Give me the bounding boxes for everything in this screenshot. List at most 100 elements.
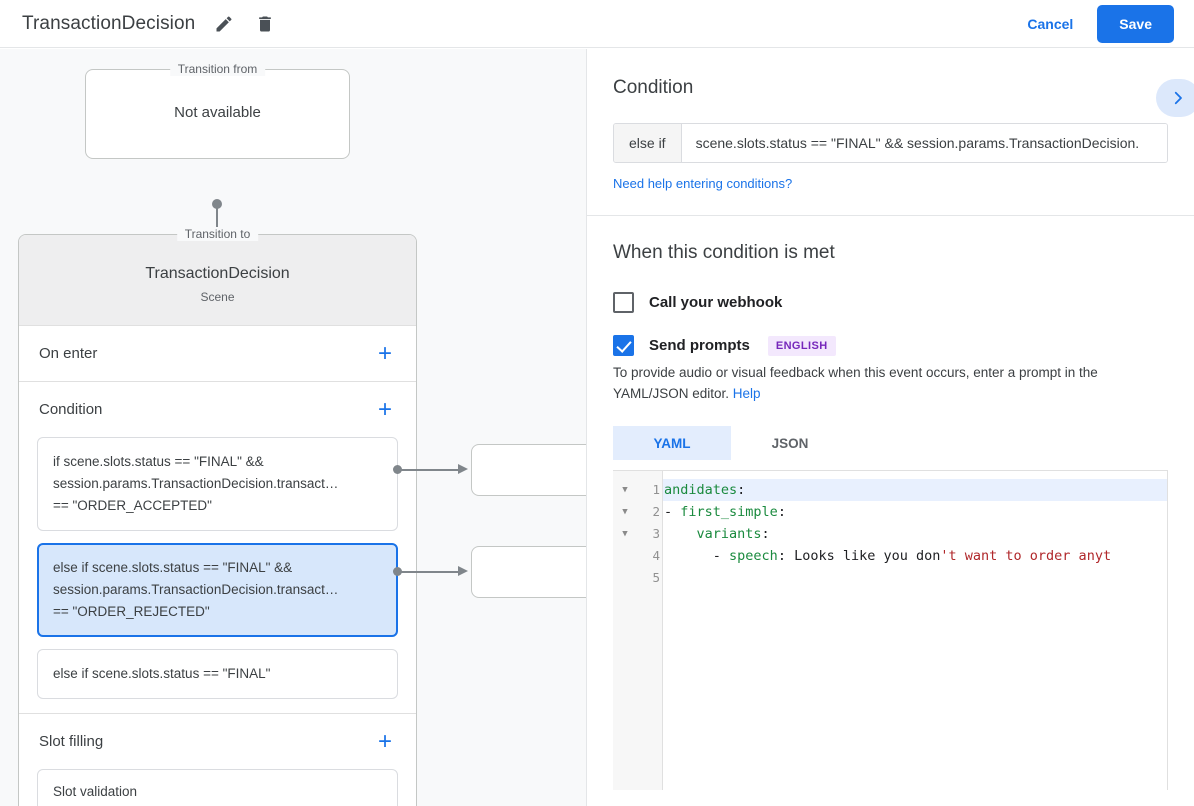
transition-from-value: Not available <box>174 104 261 121</box>
condition-anchor-dot-1 <box>393 465 402 474</box>
edge-line-2 <box>400 571 462 573</box>
condition-chip-line: session.params.TransactionDecision.trans… <box>53 476 339 491</box>
prompt-hint-text: To provide audio or visual feedback when… <box>613 362 1168 404</box>
send-prompts-label: Send prompts <box>649 337 750 354</box>
code-line[interactable]: - first_simple: <box>663 501 1168 523</box>
code-line-number: 4 <box>652 548 660 563</box>
condition-anchor-dot-2 <box>393 567 402 576</box>
code-token: speech <box>729 548 778 564</box>
code-token: 't want to order anyt <box>940 548 1112 564</box>
chevron-right-icon[interactable] <box>1156 79 1194 117</box>
code-token: andidates <box>664 482 738 498</box>
add-condition-button[interactable]: + <box>377 395 392 423</box>
condition-block: Condition else if Need help entering con… <box>587 49 1194 216</box>
code-token: : <box>777 504 786 520</box>
condition-expression-input[interactable] <box>681 124 1167 162</box>
condition-chip-line: else if scene.slots.status == "FINAL" <box>53 666 271 681</box>
pencil-icon[interactable] <box>209 9 239 39</box>
add-slot-filling-button[interactable]: + <box>377 727 392 755</box>
section-title-slot-filling: Slot filling <box>39 733 104 750</box>
slot-filling-chip[interactable]: Slot validation <box>37 769 398 806</box>
code-content-area[interactable]: andidates:- first_simple: variants: - sp… <box>663 471 1168 790</box>
cancel-button[interactable]: Cancel <box>1017 8 1083 40</box>
code-token: : <box>761 526 770 542</box>
code-vertical-scrollbar[interactable] <box>1167 471 1168 790</box>
scene-header[interactable]: Transition to TransactionDecision Scene <box>19 227 416 326</box>
condition-chip[interactable]: else if scene.slots.status == "FINAL" <box>37 649 398 699</box>
condition-heading: Condition <box>613 77 694 98</box>
app-header: TransactionDecision Cancel Save <box>0 0 1194 48</box>
tab-json[interactable]: JSON <box>771 435 809 451</box>
call-webhook-checkbox[interactable] <box>613 292 634 313</box>
code-line[interactable]: andidates: <box>663 479 1168 501</box>
code-line-number-gutter: 1 2 3 4 5 <box>637 471 663 790</box>
slot-filling-list: Slot validation <box>19 769 416 806</box>
code-line-number: 1 <box>652 482 660 497</box>
section-title-condition: Condition <box>39 401 103 418</box>
tab-yaml[interactable]: YAML <box>613 426 731 460</box>
condition-chip-line: session.params.TransactionDecision.trans… <box>53 582 339 597</box>
transition-from-card[interactable]: Transition from Not available <box>85 62 350 159</box>
send-prompts-row[interactable]: Send prompts ENGLISH <box>613 335 1168 356</box>
editor-format-tabs: YAML JSON <box>613 426 1168 460</box>
prompt-hint-help-link[interactable]: Help <box>732 386 761 401</box>
code-fold-empty <box>613 545 637 567</box>
code-token: Looks like you don <box>794 548 941 564</box>
code-line-number: 5 <box>652 570 660 585</box>
page-title: TransactionDecision <box>22 12 196 34</box>
code-fold-empty <box>613 567 637 589</box>
condition-chip-line: else if scene.slots.status == "FINAL" && <box>53 560 293 575</box>
section-condition: Condition + if scene.slots.status == "FI… <box>19 382 416 714</box>
edge-arrow-1-icon <box>458 464 468 474</box>
scene-name: TransactionDecision <box>145 265 290 282</box>
save-button[interactable]: Save <box>1097 4 1174 43</box>
code-token: - <box>664 548 730 564</box>
details-panel: Condition else if Need help entering con… <box>586 49 1194 806</box>
code-token: first_simple <box>680 504 778 520</box>
scene-subtitle: Scene <box>200 290 235 304</box>
code-fold-toggle-icon[interactable]: ▼ <box>622 529 628 539</box>
code-token <box>664 526 697 542</box>
code-token: : <box>777 548 795 564</box>
code-fold-toggle-icon[interactable]: ▼ <box>622 485 628 495</box>
prompt-hint-sentence: To provide audio or visual feedback when… <box>613 365 1098 401</box>
condition-chip-line: == "ORDER_ACCEPTED" <box>53 498 212 513</box>
send-prompts-checkbox[interactable] <box>613 335 634 356</box>
condition-chip[interactable]: else if scene.slots.status == "FINAL" &&… <box>37 543 398 637</box>
transition-to-card[interactable]: Transition to TransactionDecision Scene … <box>18 227 417 806</box>
code-line[interactable]: variants: <box>663 523 1168 545</box>
trash-icon[interactable] <box>250 9 280 39</box>
language-badge: ENGLISH <box>767 335 836 356</box>
edge-line-1 <box>400 469 462 471</box>
condition-prefix-label: else if <box>614 124 682 162</box>
add-on-enter-button[interactable]: + <box>377 339 392 367</box>
condition-help-link[interactable]: Need help entering conditions? <box>613 176 793 191</box>
code-token: - <box>664 504 681 520</box>
section-on-enter: On enter + <box>19 326 416 382</box>
section-header-slot-filling: Slot filling + <box>19 714 416 769</box>
target-stub-box-1[interactable] <box>471 444 586 496</box>
section-header-on-enter: On enter + <box>19 326 416 381</box>
when-condition-met-block: When this condition is met Call your web… <box>587 216 1194 790</box>
code-token: : <box>737 482 746 498</box>
condition-input-row[interactable]: else if <box>613 123 1168 163</box>
code-fold-toggle-icon[interactable]: ▼ <box>622 507 628 517</box>
scene-graph-canvas[interactable]: Transition from Not available Transition… <box>0 49 586 806</box>
target-stub-box-2[interactable] <box>471 546 586 598</box>
code-line-number: 2 <box>652 504 660 519</box>
code-line[interactable]: - speech: Looks like you don't want to o… <box>663 545 1168 567</box>
code-fold-gutter[interactable]: ▼ ▼ ▼ <box>613 471 637 790</box>
code-line-number: 3 <box>652 526 660 541</box>
code-line[interactable] <box>663 567 1168 589</box>
condition-chip-line: == "ORDER_REJECTED" <box>53 604 210 619</box>
call-webhook-label: Call your webhook <box>649 294 783 311</box>
code-token: variants <box>696 526 762 542</box>
webhook-row[interactable]: Call your webhook <box>613 292 1168 313</box>
condition-chip[interactable]: if scene.slots.status == "FINAL" && sessi… <box>37 437 398 531</box>
edge-arrow-2-icon <box>458 566 468 576</box>
section-title-on-enter: On enter <box>39 345 98 362</box>
condition-list: if scene.slots.status == "FINAL" && sessi… <box>19 437 416 713</box>
section-header-condition: Condition + <box>19 382 416 437</box>
condition-chip-line: if scene.slots.status == "FINAL" && <box>53 454 264 469</box>
